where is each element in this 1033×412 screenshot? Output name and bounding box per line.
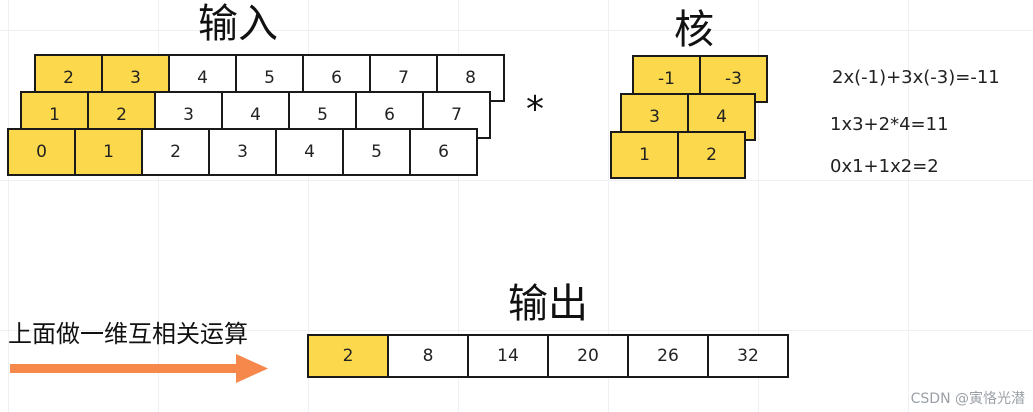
output-cell: 26 — [627, 334, 709, 378]
output-cell: 8 — [387, 334, 469, 378]
input-cell: 3 — [208, 128, 277, 176]
output-cell: 32 — [707, 334, 789, 378]
watermark: CSDN @寅恪光潜 — [910, 391, 1025, 407]
output-cell: 20 — [547, 334, 629, 378]
kernel-cell: 1 — [610, 131, 679, 179]
input-cell: 7 — [422, 91, 491, 139]
input-cell: 2 — [141, 128, 210, 176]
operation-caption: 上面做一维互相关运算 — [8, 320, 248, 348]
input-cell: 5 — [342, 128, 411, 176]
output-cell: 2 — [307, 334, 389, 378]
kernel-title: 核 — [674, 7, 714, 53]
output-cell: 14 — [467, 334, 549, 378]
input-cell: 1 — [74, 128, 143, 176]
input-title: 输入 — [198, 1, 278, 47]
equation-line-2: 1x3+2*4=11 — [830, 114, 949, 135]
equation-line-1: 2x(-1)+3x(-3)=-11 — [832, 67, 1000, 88]
input-cell: 4 — [275, 128, 344, 176]
equation-line-3: 0x1+1x2=2 — [830, 156, 939, 177]
input-cell: 6 — [409, 128, 478, 176]
input-cell: 0 — [7, 128, 76, 176]
right-arrow-icon — [10, 354, 268, 383]
output-title: 输出 — [508, 281, 588, 327]
kernel-cell: 2 — [677, 131, 746, 179]
multiply-operator: * — [526, 89, 544, 130]
